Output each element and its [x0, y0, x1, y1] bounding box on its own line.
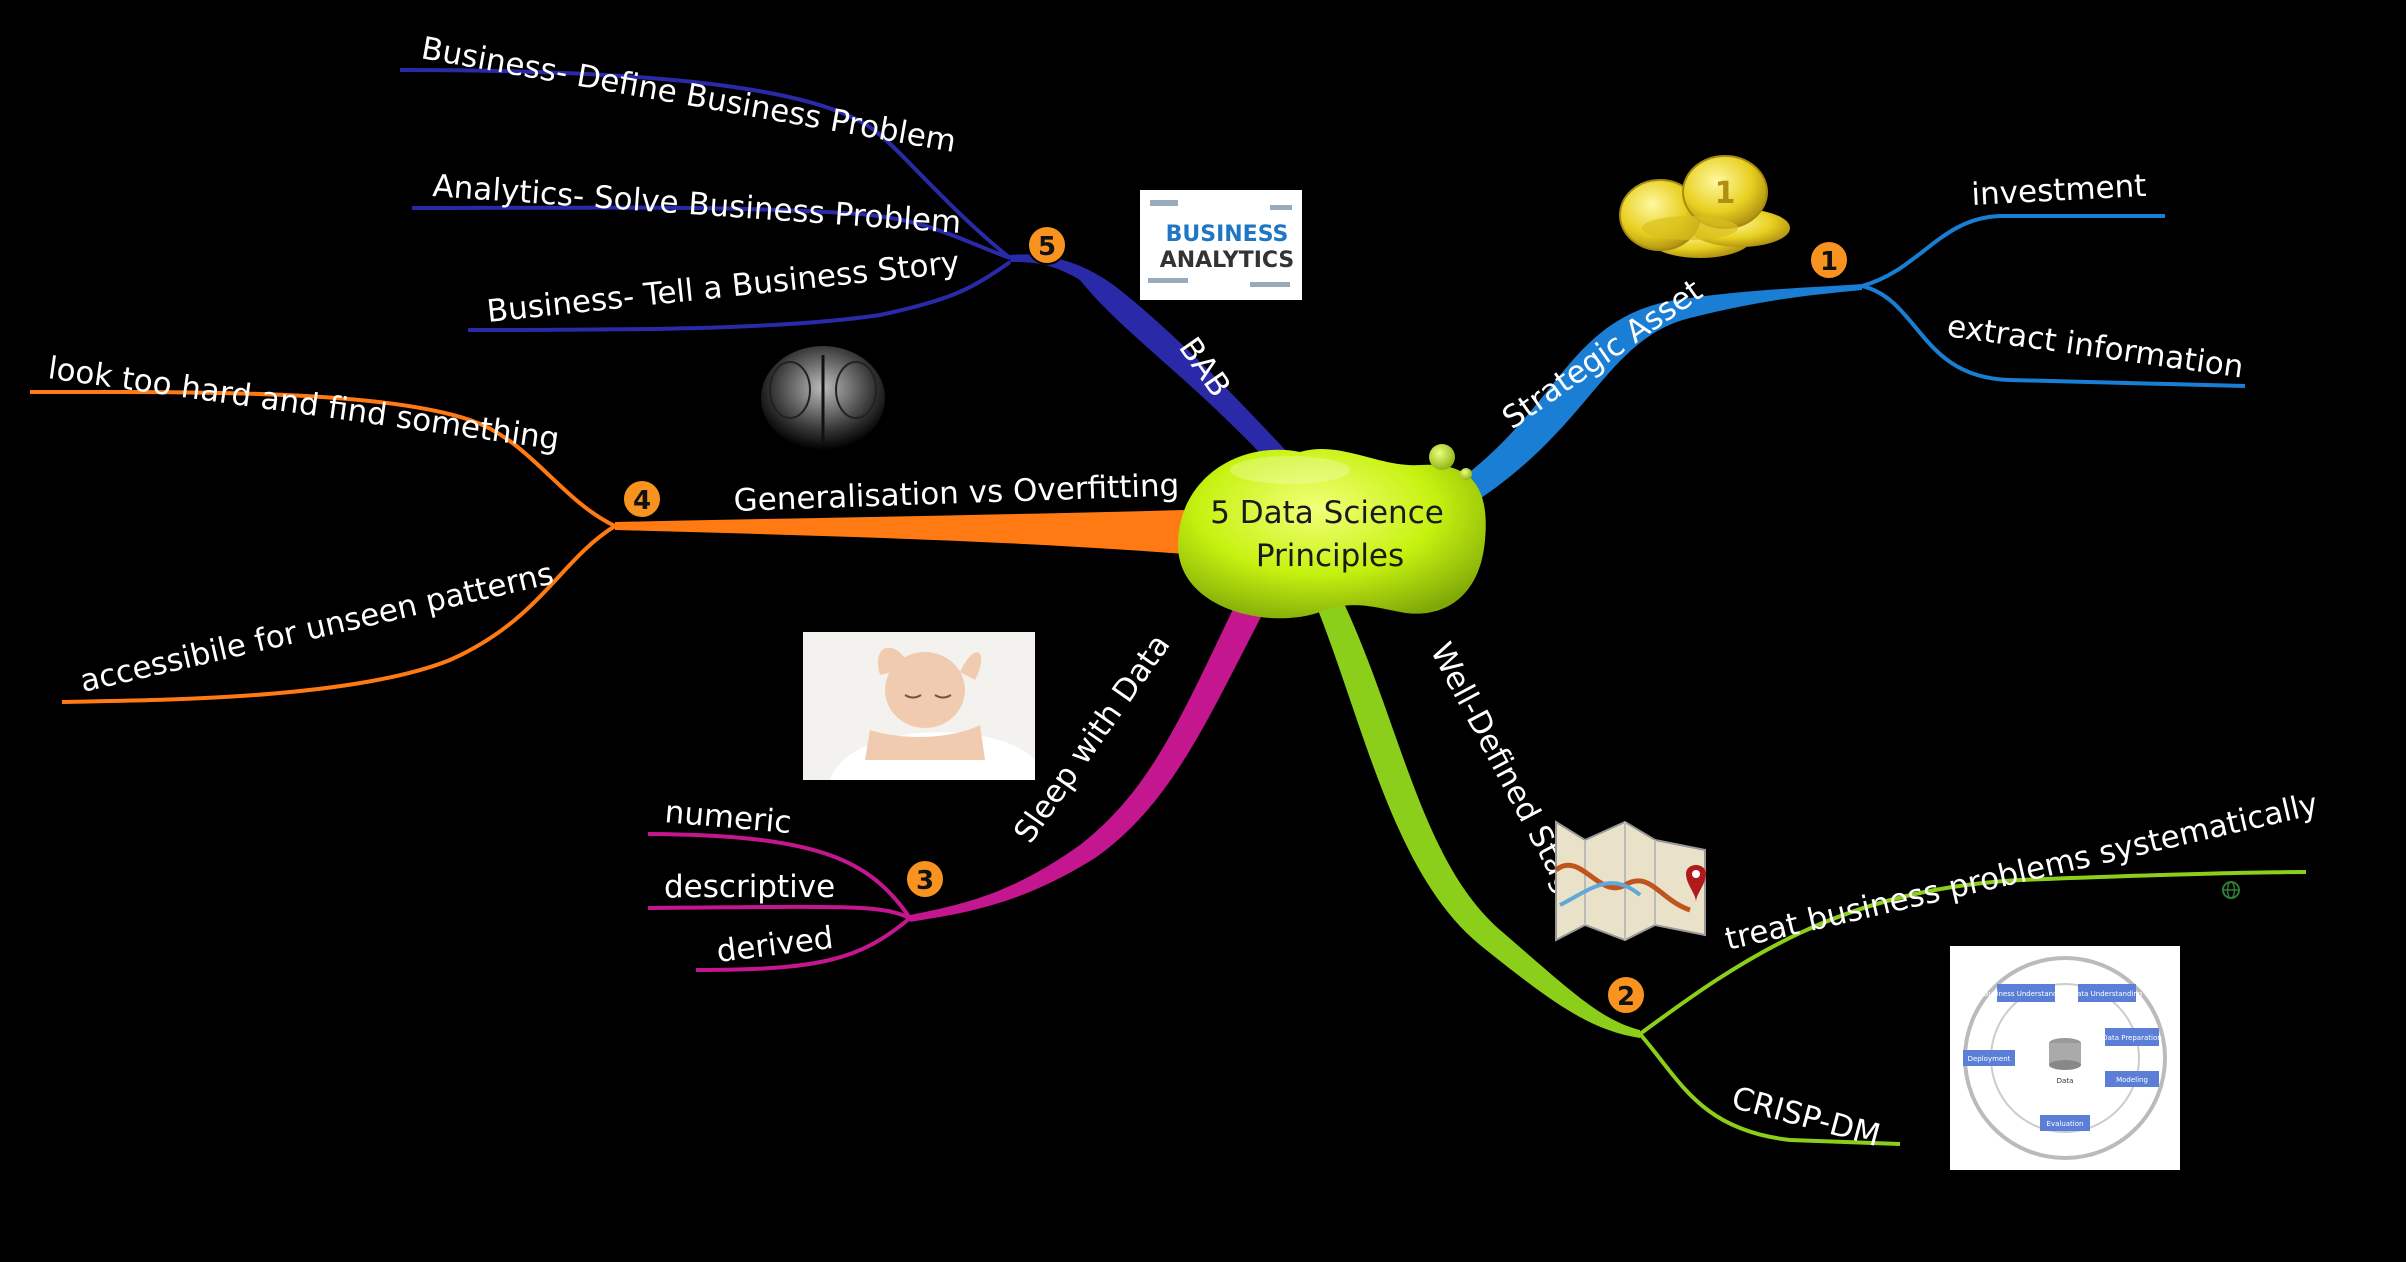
branch-strategic-asset-label: Strategic Asset: [1496, 272, 1709, 436]
svg-text:Evaluation: Evaluation: [2047, 1120, 2084, 1128]
edge-numeric: [647, 832, 912, 920]
badge-2: 2: [1606, 975, 1646, 1015]
node-crisp-dm[interactable]: CRISP-DM: [1728, 1080, 1884, 1154]
svg-text:BUSINESS: BUSINESS: [1166, 222, 1289, 247]
edge-derived: [695, 916, 912, 972]
svg-text:4: 4: [633, 486, 651, 516]
edge-look-too-hard: [29, 389, 616, 528]
edge-extract-information: [1861, 284, 2246, 388]
badge-5: 5: [1027, 225, 1067, 265]
svg-text:2: 2: [1617, 982, 1635, 1012]
svg-text:1: 1: [1820, 247, 1838, 277]
svg-text:Business Understanding: Business Understanding: [1984, 990, 2069, 998]
node-look-too-hard[interactable]: look too hard and find something: [46, 350, 562, 457]
branch-sleep-with-data-trunk: [910, 605, 1262, 922]
gold-coins-image: 1: [1619, 155, 1790, 258]
node-descriptive[interactable]: descriptive: [664, 869, 835, 905]
svg-text:3: 3: [916, 866, 934, 896]
edge-solve-problem: [411, 205, 1011, 260]
svg-text:Modeling: Modeling: [2116, 1076, 2148, 1084]
node-solve-problem[interactable]: Analytics- Solve Business Problem: [431, 168, 962, 241]
svg-text:Data: Data: [2057, 1077, 2074, 1085]
badge-1: 1: [1809, 240, 1849, 280]
edge-tell-story: [467, 260, 1012, 332]
edge-accessible-unseen: [61, 524, 617, 704]
central-topic[interactable]: 5 Data Science Principles: [1178, 444, 1486, 619]
edge-crisp-dm: [1638, 1032, 1901, 1146]
svg-text:1: 1: [1715, 176, 1736, 211]
svg-text:Data Preparation: Data Preparation: [2102, 1034, 2161, 1042]
badge-3: 3: [905, 859, 945, 899]
branch-well-defined-stages-trunk: [1318, 595, 1640, 1038]
central-topic-line1: 5 Data Science: [1210, 495, 1444, 531]
badge-4: 4: [622, 479, 662, 519]
edge-treat-business-problems: [1638, 870, 2307, 1036]
central-topic-highlight: [1230, 456, 1350, 484]
node-extract-information[interactable]: extract information: [1945, 308, 2246, 385]
muscle-back-image: [745, 340, 900, 450]
edge-define-problem: [399, 68, 1012, 260]
svg-text:Deployment: Deployment: [1968, 1055, 2011, 1063]
branch-bab-trunk: [1010, 254, 1290, 455]
svg-text:Data Understanding: Data Understanding: [2072, 990, 2143, 998]
globe-icon: [2222, 881, 2240, 899]
edge-investment: [1861, 214, 2165, 288]
branch-generalisation-label: Generalisation vs Overfitting: [733, 467, 1180, 519]
central-topic-line2: Principles: [1256, 538, 1404, 574]
branch-generalisation-trunk: [615, 510, 1185, 554]
edge-descriptive: [647, 904, 911, 920]
map-image: [1554, 820, 1706, 942]
svg-text:ANALYTICS: ANALYTICS: [1160, 248, 1295, 273]
node-investment[interactable]: investment: [1971, 168, 2148, 213]
branch-strategic-asset[interactable]: Strategic Asset investment extract infor…: [1430, 168, 2246, 520]
sleeping-baby-image: [803, 632, 1035, 780]
node-define-problem[interactable]: Business- Define Business Problem: [419, 30, 959, 160]
business-analytics-wordcloud-image: BUSINESS ANALYTICS: [1140, 190, 1302, 300]
svg-text:5: 5: [1038, 232, 1056, 262]
node-accessible-unseen[interactable]: accessibile for unseen patterns: [77, 556, 557, 700]
crisp-dm-diagram-image: Business Understanding Data Understandin…: [1950, 946, 2180, 1170]
central-topic-shape: [1178, 448, 1486, 619]
central-topic-bubble-small: [1460, 468, 1472, 480]
central-topic-bubble-large: [1429, 444, 1455, 470]
node-tell-story[interactable]: Business- Tell a Business Story: [485, 245, 961, 330]
